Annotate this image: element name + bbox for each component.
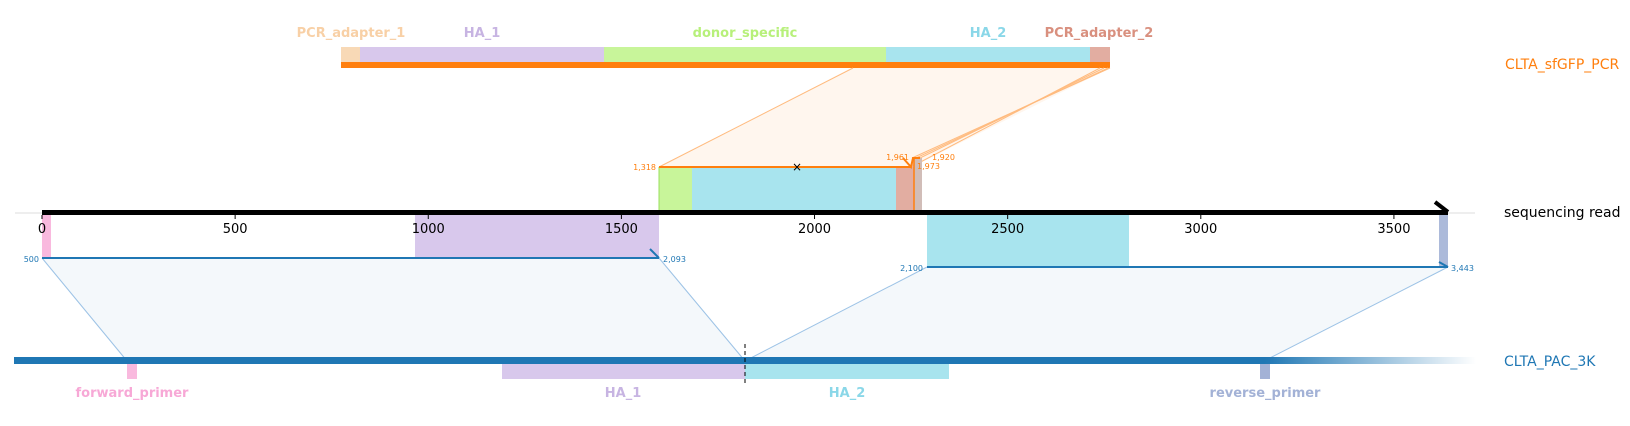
bottom-alignment-1-end-label: 2,093: [663, 255, 686, 264]
top-feature-label-pcr-adapter-1: PCR_adapter_1: [297, 26, 406, 41]
read-bar: [42, 210, 1448, 215]
bottom-reference-bar-fade: [1264, 357, 1476, 364]
read-block-forward-primer: [42, 212, 51, 258]
top-reference-bar: [341, 62, 1110, 68]
bottom-alignment-1-connector-right: [658, 257, 746, 362]
read-block-donor-specific: [659, 167, 692, 212]
bottom-alignment-2-start-label: 2,100: [900, 264, 923, 273]
bottom-reference: forward_primer HA_1 HA_2 reverse_primer …: [14, 344, 1596, 401]
bottom-alignment-1-connector-left: [41, 257, 128, 362]
bottom-alignment-2-hook: [1438, 261, 1449, 268]
top-feature-pcr-adapter-2: [1090, 47, 1110, 63]
top-alignment-connector-right-3: [919, 67, 1105, 159]
read-ticks: 0 500 1000 1500 2000 2500 3000 3500: [38, 215, 1410, 237]
bottom-reference-bar: [14, 357, 1264, 364]
top-feature-label-ha-1: HA_1: [464, 26, 501, 41]
top-alignment-label-2: 1,920: [932, 153, 955, 162]
read-tick-label: 0: [38, 222, 46, 237]
read-tick-label: 1500: [605, 222, 638, 237]
read-block-reverse-primer: [1439, 212, 1448, 267]
top-alignment-connector-right-4: [910, 67, 1101, 168]
read-name: sequencing read: [1504, 205, 1620, 221]
top-alignment-start-label: 1,318: [633, 163, 656, 172]
read-block-small-adapter: [912, 158, 922, 212]
read-block-ha-1: [415, 212, 659, 258]
top-feature-label-ha-2: HA_2: [970, 26, 1007, 41]
bottom-alignment-2-connector-right: [1263, 266, 1449, 362]
top-alignment-hook: [902, 157, 920, 170]
bottom-alignment-1-shade: [42, 258, 745, 361]
read-tick-label: 3000: [1184, 222, 1217, 237]
bottom-feature-label-ha-2: HA_2: [829, 386, 866, 401]
bottom-reference-name: CLTA_PAC_3K: [1504, 354, 1596, 370]
top-alignment: 1,318 × 1,961 1,920 1,973: [633, 67, 1111, 212]
top-feature-ha-2: [886, 47, 1090, 63]
read-block-pcr-adapter-2: [896, 167, 914, 212]
bottom-feature-reverse-primer: [1260, 357, 1270, 379]
read-tick-label: 3500: [1377, 222, 1410, 237]
top-alignment-connector-left: [658, 67, 854, 168]
top-reference-name: CLTA_sfGFP_PCR: [1505, 57, 1619, 73]
bottom-feature-label-forward-primer: forward_primer: [76, 386, 190, 401]
bottom-alignment-2-end-label: 3,443: [1451, 264, 1474, 273]
read-tick-label: 500: [223, 222, 248, 237]
top-feature-pcr-adapter-1: [341, 47, 360, 63]
top-reference: PCR_adapter_1 HA_1 donor_specific HA_2 P…: [297, 26, 1620, 73]
top-feature-label-donor-specific: donor_specific: [693, 26, 798, 41]
read: 0 500 1000 1500 2000 2500 3000 3500 sequencing …: [15, 200, 1620, 267]
read-end-arrow: [1433, 200, 1450, 214]
bottom-alignment-2-connector-left: [744, 266, 928, 362]
top-feature-label-pcr-adapter-2: PCR_adapter_2: [1045, 26, 1154, 41]
read-tick-label: 2000: [798, 222, 831, 237]
top-feature-donor-specific: [604, 47, 886, 63]
bottom-feature-label-reverse-primer: reverse_primer: [1210, 386, 1322, 401]
top-alignment-label-1: 1,961: [886, 153, 909, 162]
read-block-ha-2: [692, 167, 896, 212]
bottom-alignments: 500 2,093 2,100 3,443: [24, 248, 1474, 362]
top-alignment-label-3: 1,973: [917, 162, 940, 171]
bottom-alignment-1-start-label: 500: [24, 255, 39, 264]
top-feature-ha-1: [360, 47, 604, 63]
top-alignment-shade: [659, 68, 1110, 167]
read-tick-label: 1000: [412, 222, 445, 237]
bottom-alignment-1-hook: [649, 248, 660, 259]
bottom-alignment-2-shade: [745, 267, 1448, 361]
top-alignment-mid-marker: ×: [792, 160, 802, 174]
read-tick-label: 2500: [991, 222, 1024, 237]
bottom-feature-forward-primer: [127, 357, 137, 379]
read-block-ha-2-lower: [927, 212, 1129, 267]
bottom-feature-label-ha-1: HA_1: [605, 386, 642, 401]
